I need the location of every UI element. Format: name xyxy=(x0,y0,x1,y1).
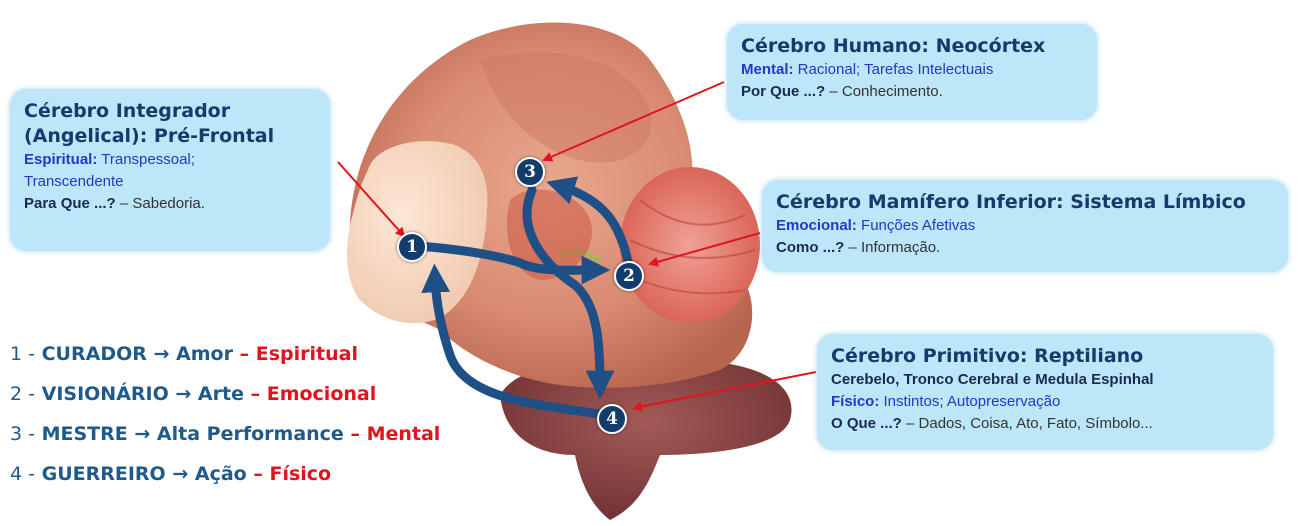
neocortex-line1: Mental: Racional; Tarefas Intelectuais xyxy=(741,61,994,78)
pointer-limbico xyxy=(648,232,761,267)
marker-1: 1 xyxy=(397,232,427,262)
reptiliano-line1: Cerebelo, Tronco Cerebral e Medula Espin… xyxy=(831,371,1154,388)
legend-row-2: 2 - VISIONÁRIO → Arte – Emocional xyxy=(10,383,377,405)
marker-4: 4 xyxy=(597,404,627,434)
neocortex-line2: Por Que ...? – Conhecimento. xyxy=(741,83,943,100)
marker-3: 3 xyxy=(515,157,545,187)
cycle-arrows xyxy=(413,176,633,419)
reptiliano-title: Cérebro Primitivo: Reptiliano xyxy=(831,345,1144,367)
reptiliano-line2: Físico: Instintos; Autopreservação xyxy=(831,393,1061,410)
neocortex-title: Cérebro Humano: Neocórtex xyxy=(741,35,1046,57)
arrow-3-to-4 xyxy=(522,185,615,400)
prefrontal-line1b: Transcendente xyxy=(24,173,124,190)
prefrontal-title-line1: Cérebro Integrador xyxy=(24,100,231,122)
arrow-1-to-2 xyxy=(413,241,611,285)
reptiliano-line3: O Que ...? – Dados, Coisa, Ato, Fato, Sí… xyxy=(831,415,1153,432)
brainstem-shape xyxy=(500,358,792,520)
pointer-prefrontal xyxy=(337,161,406,238)
legend-row-4: 4 - GUERREIRO → Ação – Físico xyxy=(10,463,332,485)
legend-row-3: 3 - MESTRE → Alta Performance – Mental xyxy=(10,423,441,445)
limbico-line1: Emocional: Funções Afetivas xyxy=(776,217,976,234)
prefrontal-line2: Para Que ...? – Sabedoria. xyxy=(24,195,205,212)
legend-row-1: 1 - CURADOR → Amor – Espiritual xyxy=(10,343,358,365)
arrow-4-to-1 xyxy=(421,263,605,419)
limbico-line2: Como ...? – Informação. xyxy=(776,239,941,256)
pointer-arrows xyxy=(337,81,817,412)
prefrontal-title-line2: (Angelical): Pré-Frontal xyxy=(24,125,275,147)
role-legend: 1 - CURADOR → Amor – Espiritual 2 - VISI… xyxy=(10,334,480,494)
pointer-reptiliano xyxy=(632,371,817,412)
marker-2: 2 xyxy=(614,261,644,291)
limbico-info-box: Cérebro Mamífero Inferior: Sistema Límbi… xyxy=(762,180,1288,272)
prefrontal-line1: Espiritual: Transpessoal; xyxy=(24,151,195,168)
prefrontal-info-box: Cérebro Integrador (Angelical): Pré-Fron… xyxy=(10,89,330,251)
pointer-neocortex xyxy=(542,81,725,162)
reptiliano-info-box: Cérebro Primitivo: Reptiliano Cerebelo, … xyxy=(817,334,1273,450)
arrow-2-to-3 xyxy=(546,176,633,267)
limbic-lobe-shape xyxy=(620,167,760,323)
neocortex-info-box: Cérebro Humano: Neocórtex Mental: Racion… xyxy=(727,24,1097,120)
limbico-title: Cérebro Mamífero Inferior: Sistema Límbi… xyxy=(776,191,1246,213)
